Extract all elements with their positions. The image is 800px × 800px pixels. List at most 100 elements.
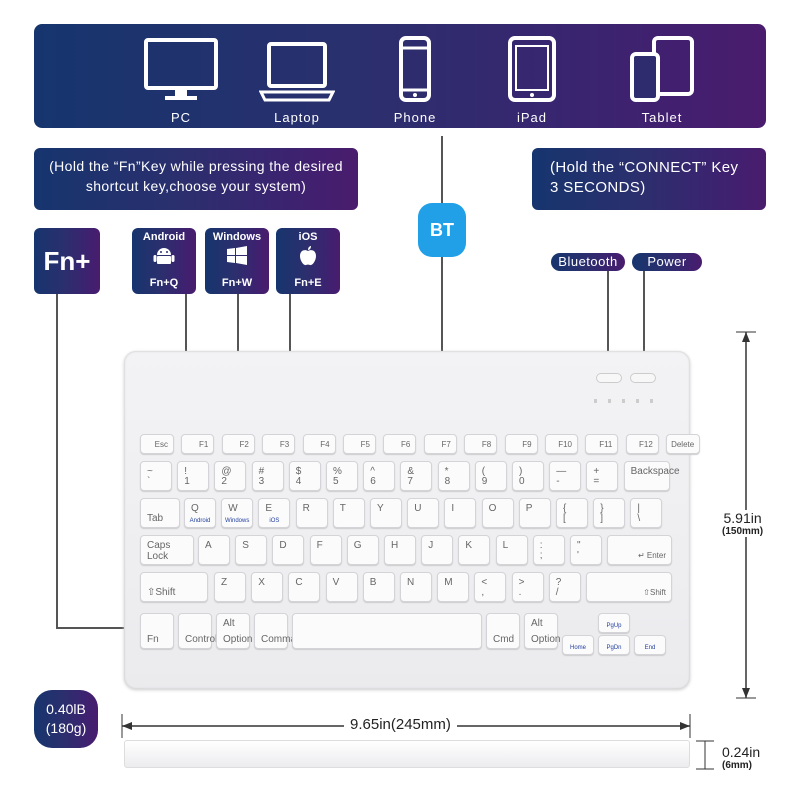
key-command[interactable]: Command [254, 613, 307, 649]
key-punct[interactable]: "' [570, 535, 602, 565]
bt-badge: BT [418, 203, 466, 257]
key-os-label: F2 [239, 440, 249, 449]
os-name: Windows [212, 231, 262, 243]
key-j[interactable]: J [421, 535, 454, 565]
key-y[interactable]: Y [370, 498, 402, 528]
key-os-label: Home [569, 645, 586, 651]
key-6[interactable]: ^6 [363, 461, 396, 491]
key-enter[interactable]: ↵ Enter [607, 535, 672, 565]
key-punct[interactable]: <, [474, 572, 507, 602]
key-punct[interactable]: ?/ [548, 572, 581, 602]
key-f10[interactable]: F10 [545, 434, 578, 454]
key-shift-right[interactable]: ⇧Shift [586, 572, 672, 602]
os-name: Android [142, 231, 186, 243]
key-v[interactable]: V [325, 572, 358, 602]
key-bracket[interactable]: {[ [556, 498, 588, 528]
key-2[interactable]: @2 [214, 461, 247, 491]
key-pgup[interactable]: PgUp [598, 613, 630, 633]
key-backspace[interactable]: Backspace [623, 461, 680, 491]
key-end[interactable]: End [634, 635, 666, 655]
key-label: { [563, 503, 567, 514]
key-pgdn[interactable]: PgDn [598, 635, 630, 655]
key-z[interactable]: Z [214, 572, 246, 602]
key-a[interactable]: A [198, 535, 230, 565]
key-bracket[interactable]: }] [593, 498, 626, 528]
key-r[interactable]: R [295, 498, 328, 528]
key-os-label: Tab [147, 513, 164, 524]
key-punct[interactable]: >. [511, 572, 544, 602]
key-space[interactable] [292, 613, 482, 649]
key-shift-left[interactable]: ⇧Shift [140, 572, 208, 602]
key-f11[interactable]: F11 [585, 434, 619, 454]
power-switch[interactable] [630, 373, 656, 383]
key-d[interactable]: D [272, 535, 305, 565]
key-f6[interactable]: F6 [383, 434, 417, 454]
key-f12[interactable]: F12 [625, 434, 659, 454]
key-x[interactable]: X [251, 572, 284, 602]
key-8[interactable]: *8 [437, 461, 470, 491]
bluetooth-switch[interactable] [596, 373, 622, 383]
key-m[interactable]: M [437, 572, 470, 602]
key-4[interactable]: $4 [288, 461, 321, 491]
key-label: : [539, 540, 543, 551]
key-f7[interactable]: F7 [423, 434, 457, 454]
key-delete[interactable]: Delete [666, 434, 701, 454]
key-control[interactable]: Control [178, 613, 217, 649]
indicator-lights [594, 399, 664, 403]
key-tab[interactable]: Tab [140, 498, 180, 528]
key-k[interactable]: K [458, 535, 491, 565]
key-b[interactable]: B [362, 572, 395, 602]
key-esc[interactable]: Esc [140, 434, 174, 454]
key-s[interactable]: S [235, 535, 268, 565]
key--[interactable]: —- [549, 461, 582, 491]
key-f1[interactable]: F1 [181, 434, 215, 454]
key-l[interactable]: L [495, 535, 528, 565]
key-=[interactable]: += [586, 461, 619, 491]
key-sublabel: ] [600, 513, 603, 524]
key-`[interactable]: ~` [140, 461, 172, 491]
key-f8[interactable]: F8 [464, 434, 498, 454]
key-f3[interactable]: F3 [262, 434, 296, 454]
key-label: X [258, 577, 265, 588]
key-1[interactable]: !1 [177, 461, 210, 491]
key-u[interactable]: U [407, 498, 440, 528]
key-bracket[interactable]: |\ [630, 498, 663, 528]
key-home[interactable]: Home [562, 635, 594, 655]
phone-icon [399, 36, 431, 102]
key-g[interactable]: G [346, 535, 379, 565]
key-f2[interactable]: F2 [221, 434, 255, 454]
laptop-icon [259, 42, 335, 102]
android-icon [153, 248, 175, 264]
key-t[interactable]: T [332, 498, 365, 528]
key-o[interactable]: O [481, 498, 514, 528]
key-f[interactable]: F [309, 535, 342, 565]
key-0[interactable]: )0 [512, 461, 544, 491]
key-5[interactable]: %5 [326, 461, 358, 491]
key-label: V [332, 577, 340, 588]
key-h[interactable]: H [384, 535, 416, 565]
key-f9[interactable]: F9 [504, 434, 538, 454]
key-9[interactable]: (9 [474, 461, 507, 491]
key-c[interactable]: C [288, 572, 321, 602]
key-punct[interactable]: :; [532, 535, 565, 565]
key-caps-lock[interactable]: Caps Lock [140, 535, 194, 565]
key-sublabel: [ [563, 513, 566, 524]
key-os-label: F7 [441, 440, 451, 449]
key-n[interactable]: N [400, 572, 432, 602]
key-cmd[interactable]: Cmd [486, 613, 520, 649]
key-7[interactable]: &7 [400, 461, 433, 491]
key-p[interactable]: P [518, 498, 551, 528]
key-f4[interactable]: F4 [302, 434, 336, 454]
key-label: D [279, 540, 287, 551]
key-3[interactable]: #3 [251, 461, 284, 491]
key-os-label: Cmd [493, 634, 515, 645]
key-i[interactable]: I [444, 498, 477, 528]
key-fn[interactable]: Fn [140, 613, 174, 649]
key-label: % [333, 466, 342, 477]
key-f5[interactable]: F5 [343, 434, 376, 454]
